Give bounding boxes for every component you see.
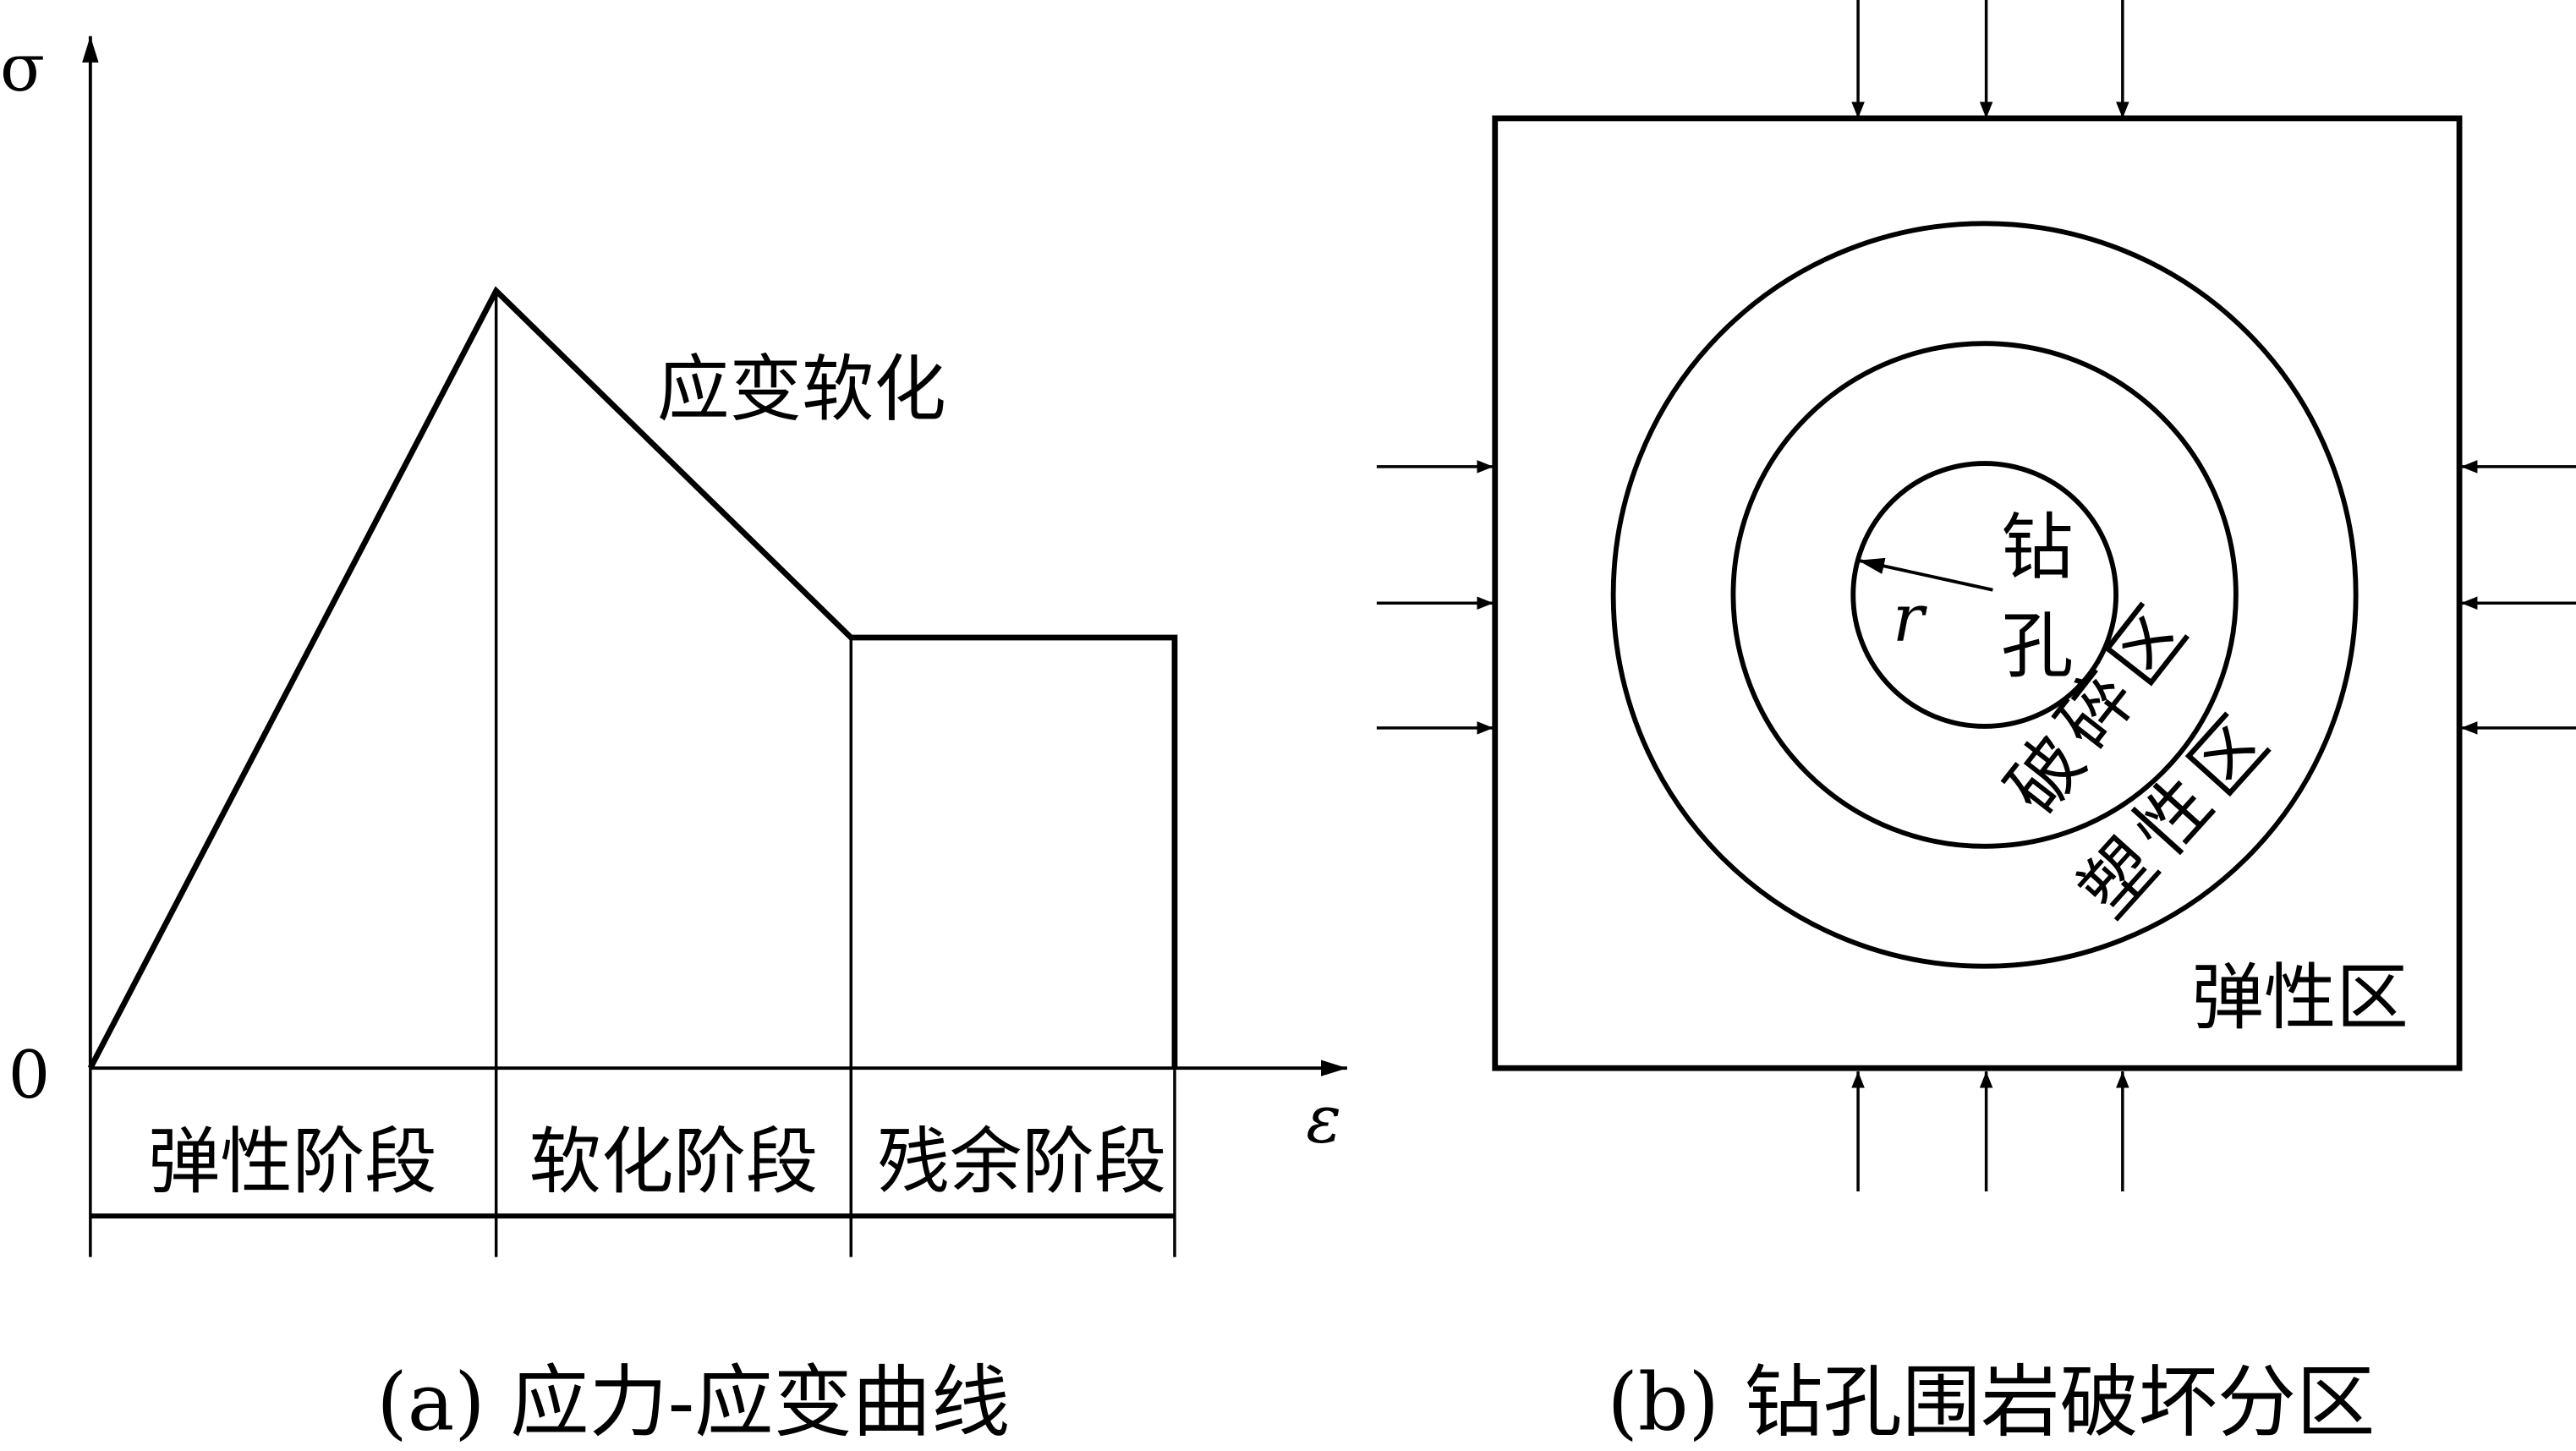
borehole-label: 钻	[2001, 506, 2073, 589]
borehole-label: 孔	[2001, 605, 2073, 688]
elastic-zone-label: 弹性区	[2191, 956, 2408, 1040]
rock-mass-boundary	[1492, 115, 2463, 1071]
sigma-label: σ	[0, 30, 45, 107]
strain-softening-label: 应变软化	[657, 348, 946, 432]
radius-label: r	[1893, 581, 1927, 657]
plastic-zone-boundary	[1610, 221, 2359, 969]
load-arrows	[1376, 0, 2576, 1191]
borehole	[1850, 461, 2118, 729]
stress-strain-panel: σ 0 ε 应变软化 弹性阶段 软化阶段 残余阶段 (a) 应力-应变曲线	[0, 30, 1347, 1448]
radius-arrow	[1857, 557, 1993, 592]
stage-residual: 残余阶段	[877, 1120, 1166, 1204]
epsilon-label: ε	[1306, 1082, 1341, 1158]
borehole-zone-panel: r 钻 孔 破碎区 塑性区 弹性区 (b) 钻孔围岩破坏分区	[1376, 0, 2576, 1448]
stage-softening: 软化阶段	[529, 1120, 819, 1204]
origin-label: 0	[8, 1038, 50, 1114]
caption-a: (a) 应力-应变曲线	[376, 1356, 1010, 1448]
caption-b: (b) 钻孔围岩破坏分区	[1607, 1356, 2375, 1448]
stress-strain-curve	[87, 286, 1178, 1070]
crushed-zone-boundary	[1730, 341, 2239, 849]
stage-elastic: 弹性阶段	[148, 1120, 437, 1204]
